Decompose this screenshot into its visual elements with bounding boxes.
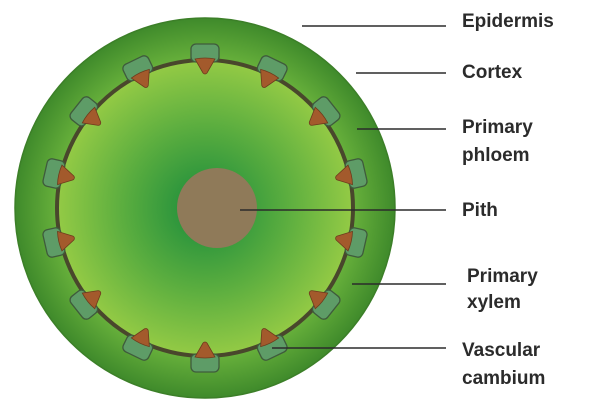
primary-xylem-label-line1: Primary	[467, 266, 538, 287]
vascular-cambium-label-line1: Vascular	[462, 340, 541, 361]
vascular-cambium-label-line2: cambium	[462, 368, 545, 389]
primary-xylem-label-line2: xylem	[467, 292, 521, 313]
epidermis-label: Epidermis	[462, 11, 554, 32]
pith-label: Pith	[462, 200, 498, 221]
primary-phloem-label-line1: Primary	[462, 117, 533, 138]
pith	[177, 168, 257, 248]
cortex-label: Cortex	[462, 62, 523, 83]
primary-phloem-label-line2: phloem	[462, 145, 530, 166]
